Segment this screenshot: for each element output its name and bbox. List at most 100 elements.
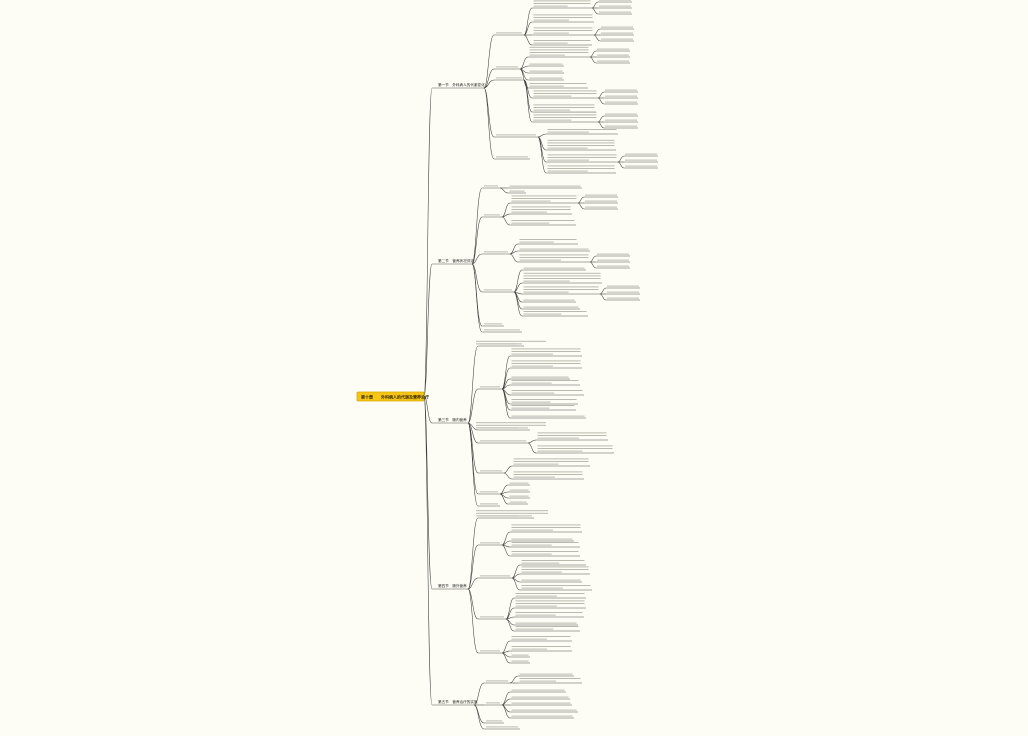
- leaf-text-line: [511, 696, 569, 698]
- branch-group-to-leaf: [523, 34, 533, 46]
- leaf-text-line: [547, 157, 617, 158]
- group-label: [484, 214, 500, 216]
- leaf-text: [509, 482, 529, 484]
- leaf-text: [519, 254, 589, 261]
- leaf-text-line: [547, 170, 588, 172]
- leaf-text-line: [519, 673, 573, 675]
- branch-group-to-leaf: [501, 355, 511, 390]
- leaf-text: [519, 673, 573, 675]
- branch-group-to-leaf: [513, 282, 523, 293]
- subleaf-text-line: [601, 32, 633, 34]
- leaf-text: [519, 239, 577, 243]
- leaf-text-line: [519, 241, 554, 243]
- leaf-text-line: [519, 254, 589, 256]
- section-intro-text-line: [476, 510, 548, 512]
- leaf-text-line: [511, 405, 575, 406]
- group-label-line: [480, 503, 498, 505]
- leaf-text-line: [537, 448, 613, 449]
- leaf-text-line: [513, 474, 583, 475]
- subleaf-text-line: [605, 101, 637, 103]
- subleaf-text-line: [585, 206, 617, 208]
- leaf-text-line: [519, 678, 581, 679]
- group-label: [496, 77, 522, 79]
- leaf-text: [509, 489, 529, 491]
- subleaf-text-line: [605, 95, 637, 97]
- leaf-text: [511, 524, 581, 531]
- leaf-text-line: [521, 571, 562, 573]
- leaf-text-line: [547, 165, 615, 167]
- subleaf-text-line: [601, 38, 633, 40]
- branch-leaf-to-subleaf: [617, 161, 625, 169]
- section-node-4[interactable]: 第四节 肠外营养: [438, 583, 467, 588]
- group-label: [484, 251, 508, 253]
- section-node-1[interactable]: 第一节 外科病人的代谢变化: [438, 82, 485, 87]
- leaf-text-line: [533, 117, 597, 118]
- leaf-text-line: [547, 147, 588, 149]
- leaf-text: [509, 190, 525, 192]
- subleaf-text-line: [585, 200, 617, 202]
- leaf-text: [511, 696, 569, 698]
- leaf-text: [547, 165, 615, 172]
- branch-group-to-leaf: [501, 216, 511, 226]
- leaf-text-line: [533, 17, 593, 18]
- leaf-text-line: [511, 524, 581, 526]
- leaf-text: [511, 348, 581, 355]
- subleaf-text-line: [625, 153, 657, 155]
- group-label: [486, 720, 502, 722]
- group-label: [480, 343, 522, 345]
- leaf-text: [529, 77, 563, 79]
- section-node-5[interactable]: 第五节 营养治疗的实施: [438, 699, 478, 704]
- subleaf-text: [625, 153, 657, 155]
- branch-leaf-to-subleaf: [577, 196, 585, 204]
- branch-section-to-group: [471, 216, 483, 265]
- leaf-text-line: [515, 603, 585, 604]
- section-label-2: 第二节 营养状况评定: [438, 258, 474, 263]
- subleaf-text: [597, 253, 629, 255]
- subleaf-text: [607, 291, 639, 293]
- leaf-text-line: [515, 600, 585, 602]
- subleaf-text-line: [607, 291, 639, 293]
- branch-group-to-leaf: [499, 491, 509, 495]
- branch-group-to-leaf: [509, 250, 519, 255]
- leaf-text-line: [523, 280, 570, 282]
- leaf-text-line: [513, 461, 589, 462]
- root-node-label: 第十章 外科病人的代谢及营养治疗: [361, 393, 429, 399]
- leaf-text: [537, 445, 613, 452]
- leaf-text-line: [515, 628, 554, 630]
- leaf-text-line: [521, 579, 581, 581]
- branch-group-to-leaf: [523, 79, 533, 123]
- leaf-text-line: [533, 40, 591, 41]
- leaf-text-line: [537, 445, 613, 447]
- leaf-text-line: [533, 32, 569, 34]
- branch-group-to-leaf: [513, 269, 523, 293]
- subleaf-text: [605, 101, 637, 103]
- leaf-text-line: [511, 529, 553, 531]
- branch-group-to-leaf: [501, 202, 511, 218]
- branch-root-to-section-1: [423, 87, 433, 397]
- leaf-text: [515, 612, 583, 616]
- subleaf-text-line: [597, 54, 629, 56]
- leaf-text-line: [509, 482, 529, 484]
- branch-group-to-leaf: [501, 704, 511, 719]
- mind-map-group-labels: [480, 32, 536, 728]
- leaf-text: [515, 600, 585, 607]
- section-node-2[interactable]: 第二节 营养状况评定: [438, 258, 474, 263]
- branch-group-to-leaf: [505, 618, 515, 632]
- branch-leaf-to-subleaf: [617, 155, 625, 163]
- leaf-text: [511, 360, 581, 367]
- group-label-line: [486, 680, 508, 682]
- leaf-text-line: [523, 299, 575, 301]
- branch-leaf-to-subleaf: [589, 261, 597, 269]
- branch-group-to-leaf: [501, 691, 511, 706]
- root-node[interactable]: 第十章 外科病人的代谢及营养治疗: [356, 391, 429, 402]
- leaf-text: [513, 471, 583, 478]
- leaf-text-line: [533, 0, 591, 2]
- group-label: [496, 32, 522, 34]
- leaf-text-line: [529, 63, 563, 65]
- group-label-line: [496, 77, 522, 79]
- subleaf-text-line: [597, 48, 629, 50]
- group-label: [496, 134, 536, 136]
- section-node-3[interactable]: 第三节 肠内营养: [438, 417, 467, 422]
- group-label: [480, 440, 526, 442]
- leaf-text: [529, 46, 589, 56]
